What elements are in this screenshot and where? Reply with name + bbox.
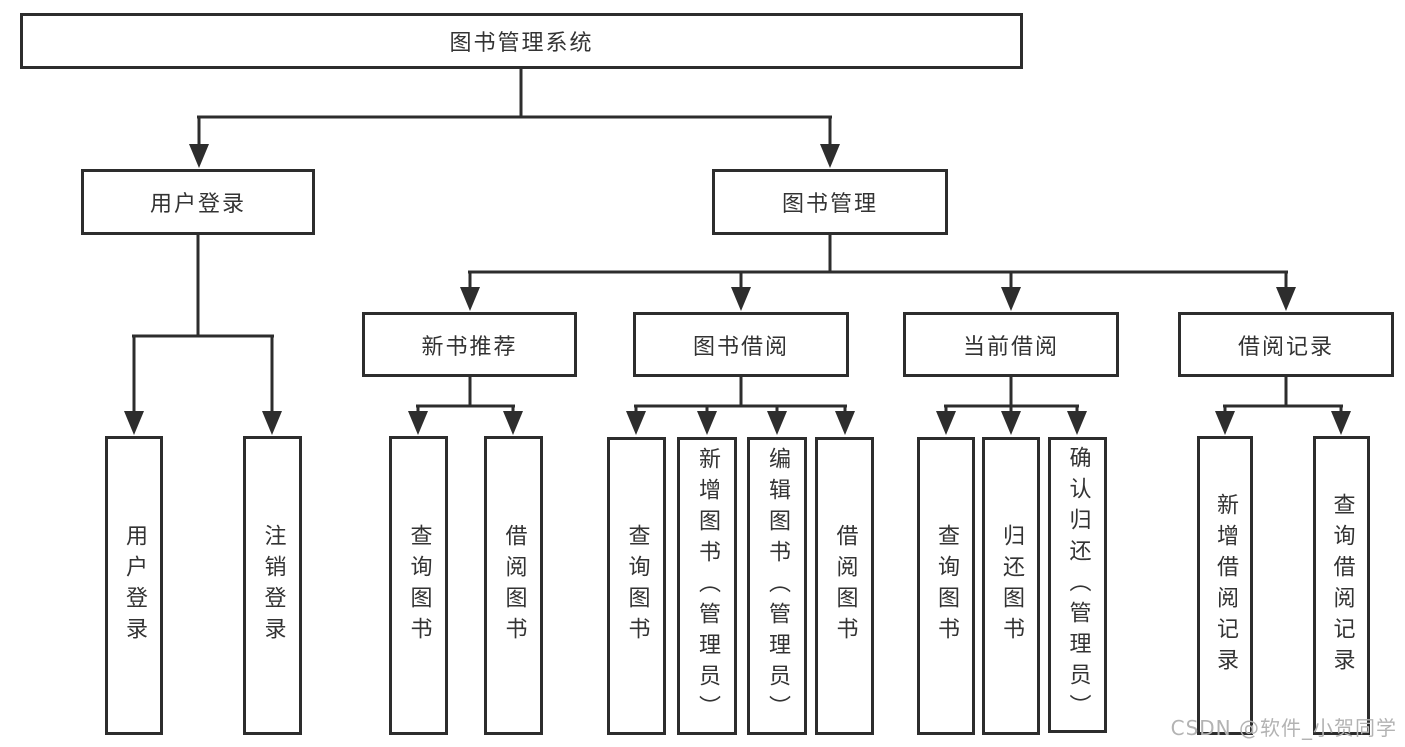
leaf-return-book: 归还图书 — [982, 437, 1040, 735]
node-book-borrow: 图书借阅 — [633, 312, 849, 377]
leaf-add-book-admin: 新增图书（管理员） — [677, 437, 737, 735]
node-root: 图书管理系统 — [20, 13, 1023, 69]
leaf-current-query-book: 查询图书 — [917, 437, 975, 735]
leaf-confirm-return-admin: 确认归还（管理员） — [1048, 437, 1107, 733]
leaf-borrow-book-label: 借阅图书 — [832, 524, 858, 648]
node-borrow-record: 借阅记录 — [1178, 312, 1394, 377]
leaf-add-borrow-record-label: 新增借阅记录 — [1213, 492, 1238, 679]
leaf-edit-book-admin: 编辑图书（管理员） — [747, 437, 807, 735]
node-root-label: 图书管理系统 — [449, 31, 594, 56]
node-current-borrow: 当前借阅 — [903, 312, 1119, 377]
leaf-current-query-book-label: 查询图书 — [934, 524, 959, 648]
node-current-borrow-label: 当前借阅 — [962, 334, 1059, 360]
leaf-return-book-label: 归还图书 — [999, 524, 1024, 648]
node-book-management: 图书管理 — [712, 169, 948, 235]
leaf-borrow-book: 借阅图书 — [815, 437, 874, 735]
leaf-query-borrow-record-label: 查询借阅记录 — [1329, 492, 1355, 679]
node-new-book-recommend-label: 新书推荐 — [421, 334, 518, 360]
leaf-add-borrow-record: 新增借阅记录 — [1197, 436, 1253, 735]
leaf-recommend-query-book: 查询图书 — [389, 436, 448, 735]
leaf-borrow-query-book: 查询图书 — [607, 437, 666, 735]
leaf-add-book-admin-label: 新增图书（管理员） — [695, 446, 720, 726]
watermark: CSDN @软件_小贺同学 — [1170, 716, 1397, 740]
leaf-logout: 注销登录 — [243, 436, 302, 735]
leaf-recommend-query-book-label: 查询图书 — [406, 523, 432, 648]
node-borrow-record-label: 借阅记录 — [1237, 334, 1334, 360]
leaf-query-borrow-record: 查询借阅记录 — [1313, 436, 1370, 735]
node-new-book-recommend: 新书推荐 — [362, 312, 577, 377]
node-user-login: 用户登录 — [81, 169, 315, 235]
leaf-borrow-query-book-label: 查询图书 — [624, 524, 650, 648]
node-book-management-label: 图书管理 — [781, 192, 878, 217]
leaf-logout-label: 注销登录 — [260, 523, 286, 648]
leaf-edit-book-admin-label: 编辑图书（管理员） — [765, 446, 790, 726]
leaf-user-login-label: 用户登录 — [122, 523, 147, 648]
leaf-recommend-borrow-book-label: 借阅图书 — [501, 523, 527, 648]
leaf-confirm-return-admin-label: 确认归还（管理员） — [1065, 445, 1091, 725]
node-book-borrow-label: 图书借阅 — [692, 334, 789, 360]
leaf-recommend-borrow-book: 借阅图书 — [484, 436, 543, 735]
leaf-user-login: 用户登录 — [105, 436, 163, 735]
node-user-login-label: 用户登录 — [149, 192, 246, 217]
